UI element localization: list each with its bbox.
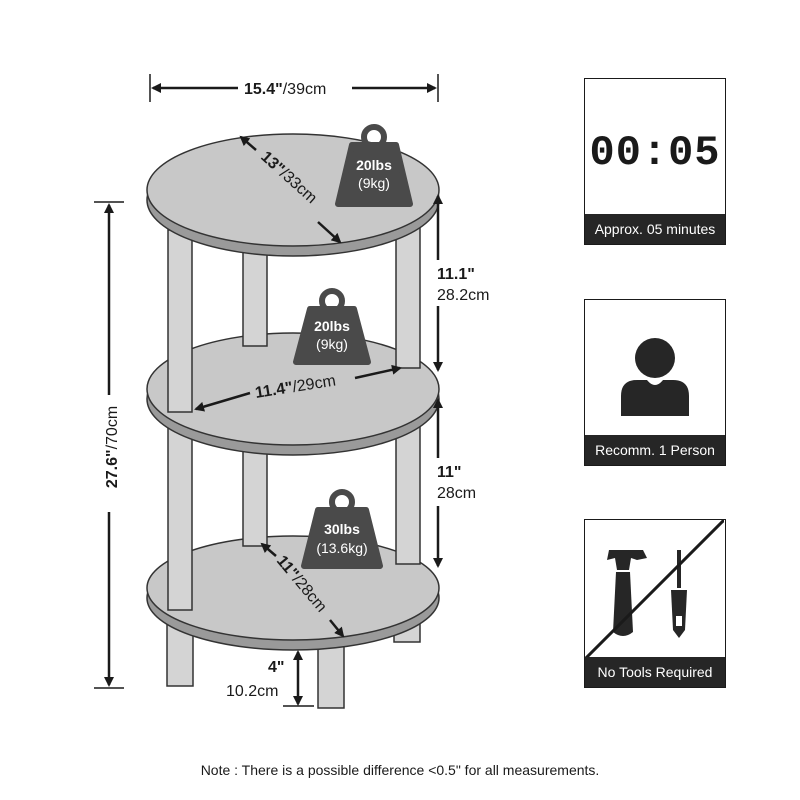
leg-lower-back: [242, 439, 268, 547]
weight-bottom-lbs: 30lbs: [324, 521, 360, 537]
top-diameter-arrow-a: [239, 135, 257, 151]
people-card: Recomm. 1 Person: [584, 299, 726, 466]
weight-middle-kg: (9kg): [316, 336, 348, 352]
person-icon: [585, 300, 725, 437]
people-caption: Recomm. 1 Person: [585, 435, 725, 465]
middle-diameter-label: 11.4"/29cm: [254, 372, 337, 402]
timer-icon: 00:05: [585, 79, 725, 216]
leg-upper-right: [395, 217, 421, 369]
tools-card: No Tools Required: [583, 518, 726, 688]
weight-middle-lbs: 20lbs: [314, 318, 350, 334]
middle-diameter-arrow-b: [354, 364, 402, 380]
top-diameter-arrow-b: [317, 221, 342, 244]
tools-caption: No Tools Required: [585, 657, 725, 687]
weight-tag-top: 20lbs (9kg): [335, 124, 413, 207]
leg-upper-back: [242, 249, 268, 347]
width-label: 15.4"/39cm: [244, 81, 326, 98]
total-height-label: 27.6"/70cm: [104, 406, 121, 488]
lower-gap-cm: 28cm: [437, 485, 476, 502]
foot-front: [317, 639, 345, 709]
assembly-time-caption: Approx. 05 minutes: [585, 214, 725, 244]
middle-diameter-arrow-a: [194, 391, 251, 412]
weight-tag-middle: 20lbs (9kg): [293, 288, 371, 365]
measurement-note: Note : There is a possible difference <0…: [200, 762, 600, 778]
screwdriver-icon: [671, 550, 687, 638]
weight-bottom-kg: (13.6kg): [316, 540, 367, 556]
weight-top-kg: (9kg): [358, 175, 390, 191]
foot-height-inch: 4": [268, 659, 284, 676]
bottom-diameter-arrow-a: [260, 542, 277, 557]
timer-display: 00:05: [589, 129, 721, 177]
side-table: [146, 133, 440, 709]
foot-height-cm: 10.2cm: [226, 683, 278, 700]
leg-upper-left: [167, 229, 193, 413]
upper-gap-cm: 28.2cm: [437, 287, 489, 304]
hammer-icon: [607, 550, 647, 636]
upper-gap-inch: 11.1": [437, 266, 475, 283]
leg-lower-left: [167, 419, 193, 611]
assembly-time-card: 00:05 Approx. 05 minutes: [584, 78, 726, 245]
bottom-diameter-arrow-b: [329, 619, 345, 638]
prohibited-slash: [583, 518, 726, 661]
weight-tag-bottom: 30lbs (13.6kg): [301, 489, 383, 569]
lower-gap-inch: 11": [437, 464, 462, 481]
weight-top-lbs: 20lbs: [356, 157, 392, 173]
no-tools-icon: [583, 518, 726, 661]
